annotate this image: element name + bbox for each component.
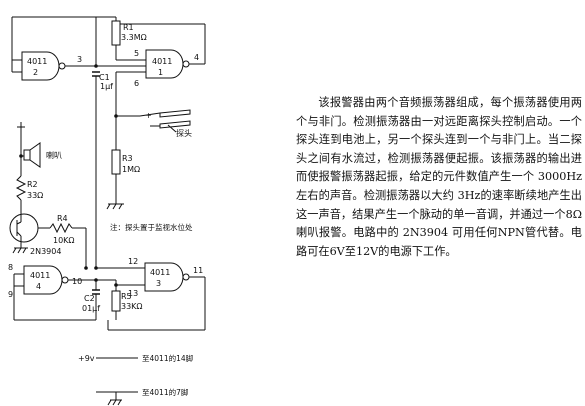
- pin-12: 12: [128, 257, 138, 266]
- pin-9: 9: [8, 290, 13, 299]
- r1-label: R1: [123, 23, 134, 32]
- gnd-note: 至4011的7脚: [142, 387, 188, 397]
- vcc-label: +9v: [78, 354, 95, 363]
- gate-4-ic: 4011: [30, 271, 50, 280]
- pin-5: 5: [134, 49, 139, 58]
- r1-value: 3.3MΩ: [121, 33, 147, 42]
- c1-label: C1: [99, 73, 110, 82]
- pin-4: 4: [194, 53, 199, 62]
- probe-2: [159, 120, 191, 129]
- gate-3-ic: 4011: [150, 268, 170, 277]
- r4-resistor: [49, 222, 73, 234]
- r2-label: R2: [27, 180, 38, 189]
- gate-3-num: 3: [156, 279, 161, 288]
- circuit-description: 该报警器由两个音频振荡器组成，每个振荡器使用两个与非门。检测振荡器由一对远距离探…: [296, 96, 582, 258]
- r5-value: 33KΩ: [121, 302, 143, 311]
- pin-10: 10: [72, 277, 82, 286]
- transistor-2n3904: [9, 213, 39, 243]
- r1-resistor: [111, 20, 121, 46]
- c2-label: C2: [84, 294, 95, 303]
- gate-4-num: 4: [36, 282, 41, 291]
- r4-value: 10KΩ: [53, 236, 75, 245]
- probe-1: [159, 109, 191, 118]
- transistor-label: 2N3904: [30, 247, 61, 256]
- vcc-note: 至4011的14脚: [142, 353, 193, 363]
- pin-6: 6: [134, 79, 139, 88]
- gate-1-ic: 4011: [152, 57, 172, 66]
- gate-2-num: 2: [33, 68, 38, 77]
- pin-11: 11: [193, 266, 203, 275]
- probe-plus-sign: +: [145, 111, 152, 120]
- pin-13: 13: [128, 289, 138, 298]
- gate-2-ic: 4011: [27, 57, 47, 66]
- speaker-icon: [23, 149, 31, 161]
- r2-value: 33Ω: [27, 191, 43, 200]
- c1-value: 1μf: [100, 82, 113, 91]
- r2-resistor: [15, 175, 27, 201]
- probe-label: 探头: [176, 128, 192, 138]
- pin-3: 3: [77, 55, 82, 64]
- speaker-label: 喇叭: [46, 150, 62, 160]
- probe-note: 注：探头置于监视水位处: [110, 222, 193, 232]
- alarm-schematic: 4011 2 4011 1 4011 4 4011 3 3 5 4 6 8 9 …: [8, 16, 206, 406]
- r3-resistor: [111, 149, 121, 175]
- r5-label: R5: [121, 292, 132, 301]
- pin-8: 8: [8, 263, 13, 272]
- gate-1-num: 1: [158, 68, 163, 77]
- c2-value: 01μf: [82, 304, 100, 313]
- r3-label: R3: [122, 154, 133, 163]
- r5-resistor: [111, 290, 121, 312]
- r3-value: 1MΩ: [122, 165, 140, 174]
- r4-label: R4: [57, 214, 68, 223]
